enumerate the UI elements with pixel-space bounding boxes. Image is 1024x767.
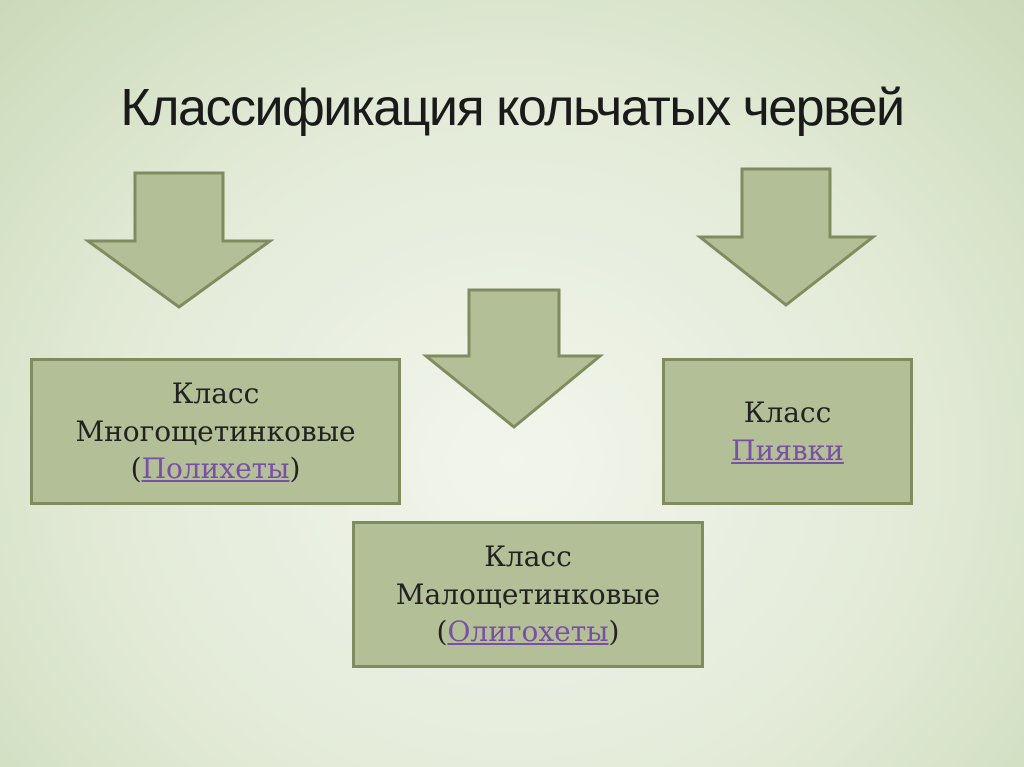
class-latin-line: (Олигохеты)	[437, 613, 620, 651]
oligochaeta-link[interactable]: Олигохеты	[447, 615, 609, 649]
paren-close: )	[608, 615, 620, 649]
arrow-down-right	[695, 167, 878, 307]
class-label: Класс	[743, 395, 832, 429]
class-label: Класс	[484, 539, 572, 573]
paren-open: (	[130, 452, 142, 486]
leeches-link[interactable]: Пиявки	[731, 433, 844, 467]
class-name: Малощетинковые	[395, 577, 661, 611]
class-polychaeta-box: Класс Многощетинковые (Полихеты)	[30, 358, 401, 505]
class-leeches-box: Класс Пиявки	[662, 358, 913, 505]
class-label: Класс	[171, 376, 260, 410]
page-title: Классификация кольчатых червей	[120, 79, 905, 137]
paren-close: )	[289, 452, 301, 486]
class-latin-line: (Полихеты)	[131, 450, 301, 488]
paren-open: (	[436, 615, 448, 649]
arrow-down-left	[83, 171, 275, 309]
arrow-down-center	[421, 288, 605, 429]
polychaeta-link[interactable]: Полихеты	[141, 452, 290, 486]
class-oligochaeta-box: Класс Малощетинковые (Олигохеты)	[352, 521, 704, 668]
class-name: Многощетинковые	[75, 414, 356, 448]
